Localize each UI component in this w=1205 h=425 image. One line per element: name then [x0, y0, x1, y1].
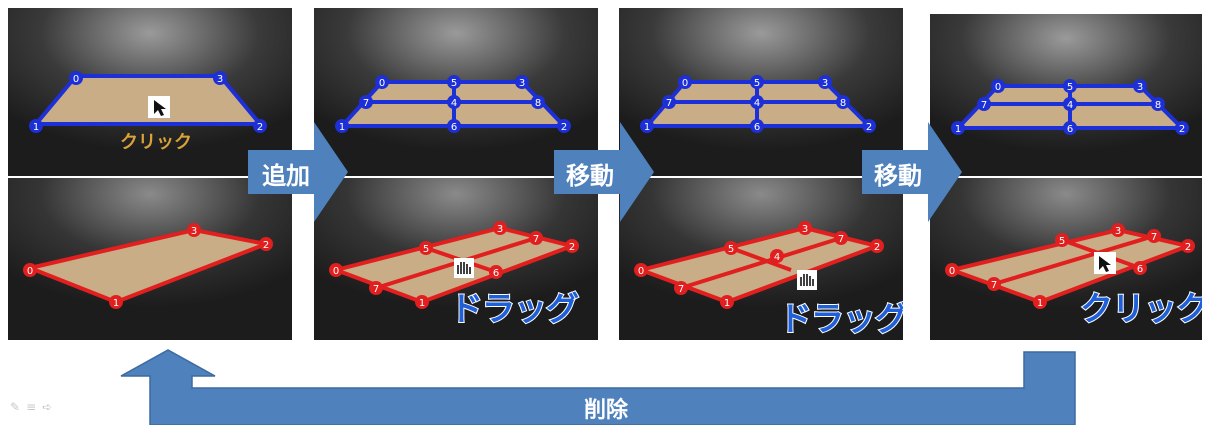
svg-text:8: 8 [1155, 100, 1161, 111]
svg-text:3: 3 [217, 74, 223, 85]
svg-text:2: 2 [257, 122, 263, 133]
svg-text:7: 7 [1151, 232, 1157, 243]
svg-text:2: 2 [263, 240, 269, 251]
step-arrow-move-2: 移動 [862, 122, 962, 222]
drag-caption: ドラッグ [778, 298, 903, 339]
menu-icon: ≡ [26, 400, 43, 414]
svg-text:8: 8 [840, 98, 846, 109]
step-arrow-add: 追加 [248, 122, 348, 222]
svg-text:0: 0 [379, 78, 385, 89]
next-icon: ➪ [42, 400, 59, 414]
svg-text:2: 2 [1179, 124, 1185, 135]
return-arrow-delete: 削除 [120, 348, 1080, 425]
svg-text:6: 6 [493, 268, 499, 279]
svg-text:5: 5 [1067, 82, 1073, 93]
svg-text:5: 5 [728, 244, 734, 255]
step-label-add: 追加 [262, 162, 310, 190]
svg-text:6: 6 [1067, 124, 1073, 135]
slide-toolbar-icons: ✎≡➪ [10, 400, 58, 414]
svg-text:5: 5 [1059, 236, 1065, 247]
svg-text:4: 4 [451, 98, 457, 109]
vertex-markers: 0 1 2 3 4 5 6 7 8 [335, 75, 571, 133]
svg-text:1: 1 [955, 124, 961, 135]
panel-3-top: 0 1 2 3 4 5 6 7 8 [619, 8, 903, 176]
svg-text:3: 3 [497, 224, 503, 235]
svg-text:5: 5 [754, 78, 760, 89]
step-label-move-2: 移動 [874, 162, 922, 190]
svg-text:1: 1 [339, 122, 345, 133]
panel-2-bottom: 0 1 2 3 5 6 7 7 ドラッグ [314, 178, 598, 340]
svg-text:0: 0 [27, 266, 33, 277]
red-vertex-markers: 0 1 2 3 5 6 7 7 [329, 221, 579, 309]
pen-icon: ✎ [10, 400, 27, 414]
panel-1-bottom: 0 1 2 3 [8, 178, 292, 340]
step-arrow-move-1: 移動 [554, 122, 654, 222]
svg-text:2: 2 [874, 242, 880, 253]
svg-text:7: 7 [533, 234, 539, 245]
pointer-add-icon [148, 96, 170, 118]
click-caption: クリック [1079, 288, 1202, 329]
svg-text:7: 7 [373, 284, 379, 295]
svg-text:4: 4 [774, 252, 780, 263]
svg-text:1: 1 [724, 298, 730, 309]
svg-text:0: 0 [73, 74, 79, 85]
svg-text:0: 0 [949, 266, 955, 277]
svg-text:1: 1 [1037, 298, 1043, 309]
svg-text:1: 1 [33, 122, 39, 133]
svg-text:2: 2 [1185, 242, 1191, 253]
panel-2-top: 0 1 2 3 4 5 6 7 8 [314, 8, 598, 176]
svg-text:0: 0 [995, 82, 1001, 93]
svg-text:3: 3 [822, 78, 828, 89]
svg-text:0: 0 [682, 78, 688, 89]
svg-text:7: 7 [666, 98, 672, 109]
svg-text:0: 0 [638, 266, 644, 277]
panel-3-bottom: 0 1 2 3 4 5 7 7 ドラッグ [619, 178, 903, 340]
panel-4-top: 0 1 2 3 4 5 6 7 8 [930, 14, 1202, 176]
vertex-markers: 0 1 2 3 [29, 71, 267, 133]
svg-text:5: 5 [423, 244, 429, 255]
svg-text:7: 7 [981, 100, 987, 111]
panel-1-top: 0 1 2 3 クリック [8, 8, 292, 176]
click-caption: クリック [120, 132, 192, 153]
panel-4-bottom: 0 1 2 3 5 6 7 7 クリック [930, 178, 1202, 340]
svg-text:2: 2 [569, 242, 575, 253]
svg-text:7: 7 [678, 284, 684, 295]
red-vertex-markers: 0 1 2 3 4 5 7 7 [634, 221, 884, 309]
svg-text:3: 3 [519, 78, 525, 89]
svg-text:6: 6 [451, 122, 457, 133]
hand-drag-icon [797, 270, 817, 290]
svg-text:6: 6 [754, 122, 760, 133]
svg-text:1: 1 [419, 298, 425, 309]
svg-text:2: 2 [866, 122, 872, 133]
step-label-move-1: 移動 [566, 162, 614, 190]
svg-text:0: 0 [333, 266, 339, 277]
pointer-remove-icon [1094, 252, 1116, 274]
svg-text:7: 7 [363, 98, 369, 109]
svg-text:4: 4 [1067, 100, 1073, 111]
svg-text:2: 2 [561, 122, 567, 133]
red-vertex-markers: 0 1 2 3 5 6 7 7 [945, 223, 1195, 309]
svg-text:8: 8 [535, 98, 541, 109]
hand-drag-icon [454, 258, 474, 278]
svg-text:6: 6 [1137, 264, 1143, 275]
delete-label: 削除 [584, 398, 629, 423]
svg-text:4: 4 [754, 98, 760, 109]
vertex-markers: 0 1 2 3 4 5 6 7 8 [951, 79, 1189, 135]
svg-text:1: 1 [113, 298, 119, 309]
drag-caption: ドラッグ [449, 288, 580, 329]
svg-text:3: 3 [1115, 226, 1121, 237]
vertex-markers: 0 1 2 3 4 5 6 7 8 [640, 75, 876, 133]
svg-text:1: 1 [644, 122, 650, 133]
svg-text:3: 3 [802, 224, 808, 235]
svg-text:5: 5 [451, 78, 457, 89]
svg-text:7: 7 [838, 234, 844, 245]
svg-text:3: 3 [191, 226, 197, 237]
svg-text:3: 3 [1137, 82, 1143, 93]
red-vertex-markers: 0 1 2 3 [23, 223, 273, 309]
svg-text:7: 7 [991, 280, 997, 291]
